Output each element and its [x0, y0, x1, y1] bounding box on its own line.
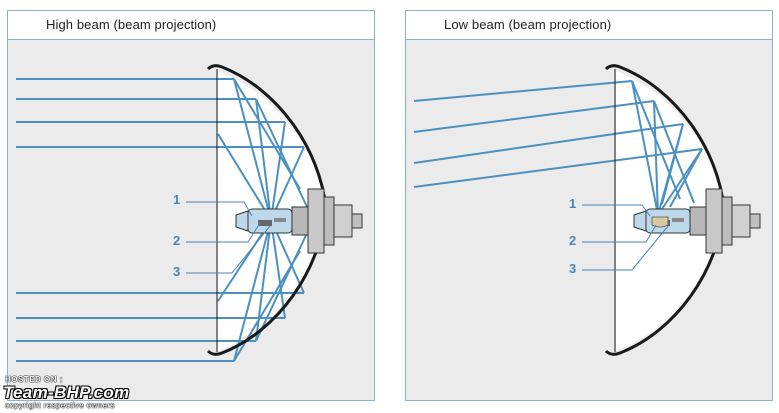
low-callout-leaders: [582, 204, 669, 271]
high-beam-diagram: [16, 64, 363, 362]
high-beam-rays: [16, 78, 309, 362]
h4-bulb: [633, 188, 761, 254]
low-beam-header: Low beam (beam projection): [406, 11, 772, 40]
high-beam-title: High beam (beam projection): [46, 17, 217, 32]
low-callout-1: 1: [569, 196, 577, 211]
low-callout-2: 2: [569, 233, 577, 248]
high-beam-header: High beam (beam projection): [8, 11, 374, 40]
low-beam-panel: Low beam (beam projection): [405, 10, 773, 401]
low-beam-diagram: [413, 64, 761, 356]
watermark-brand: Team-BHP.com: [3, 383, 130, 402]
watermark-hosted: HOSTED ON :: [5, 375, 63, 384]
low-beam-title: Low beam (beam projection): [444, 17, 612, 32]
high-callout-2: 2: [173, 233, 181, 248]
high-callout-1: 1: [173, 192, 181, 207]
low-beam-rays: [413, 80, 703, 216]
high-callout-leaders: [186, 201, 271, 274]
team-bhp-watermark: HOSTED ON : Team-BHP.com copyright respe…: [3, 373, 193, 411]
watermark-copyright: copyright respective owners: [5, 401, 115, 410]
low-callout-3: 3: [569, 261, 577, 276]
high-beam-panel: High beam (beam projection): [7, 10, 375, 401]
h4-bulb: [235, 188, 363, 254]
high-callout-3: 3: [173, 264, 181, 279]
